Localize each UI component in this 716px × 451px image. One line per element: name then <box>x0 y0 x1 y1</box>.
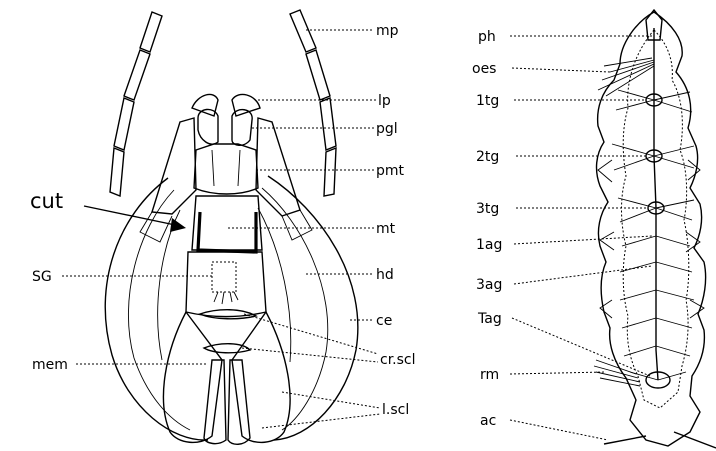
label-ph: ph <box>478 29 496 45</box>
label-cut: cut <box>30 189 63 213</box>
label-pmt: pmt <box>376 163 405 179</box>
prementum <box>194 144 258 194</box>
label-1ag: 1ag <box>476 237 502 253</box>
label-ce: ce <box>376 313 392 329</box>
label-1tg: 1tg <box>476 93 499 109</box>
label-3ag: 3ag <box>476 277 502 293</box>
lateral-sclerite-right <box>228 360 250 444</box>
stipes-left <box>152 118 196 214</box>
pleats <box>598 160 704 318</box>
body-inner-outline <box>622 30 689 408</box>
stipes-right <box>256 118 300 216</box>
leader-Tag <box>512 318 650 376</box>
cut-line <box>198 212 256 252</box>
head-mid-left <box>158 210 180 360</box>
label-lp: lp <box>378 93 391 109</box>
label-oes: oes <box>472 61 496 77</box>
label-2tg: 2tg <box>476 149 499 165</box>
label-mem: mem <box>32 357 68 373</box>
cervical-sclerite-1 <box>200 310 256 319</box>
label-mt: mt <box>376 221 396 237</box>
membrane-left <box>163 312 222 442</box>
label-ac: ac <box>480 413 496 429</box>
cut-arrowhead <box>170 218 186 232</box>
label-cr-scl: cr.scl <box>380 352 416 368</box>
leader-oes <box>512 68 610 72</box>
maxillary-palp-left <box>110 12 162 196</box>
leader-cr-scl-2 <box>242 348 378 362</box>
nerve-branches <box>612 90 694 380</box>
label-rm: rm <box>480 367 499 383</box>
anal-cercus-right <box>674 432 716 448</box>
prementum-lines <box>212 150 240 186</box>
leader-rm <box>510 372 606 374</box>
label-mp: mp <box>376 23 399 39</box>
label-3tg: 3tg <box>476 201 499 217</box>
membrane-right <box>232 312 290 442</box>
leader-ac <box>510 420 608 440</box>
label-Tag: Tag <box>477 311 502 327</box>
left-figure: mp lp pgl pmt mt hd ce cr.scl l.scl cut … <box>30 10 416 444</box>
cut-arrow <box>84 206 180 226</box>
anal-cercus-left <box>604 436 646 444</box>
mentum <box>192 196 262 250</box>
salivary-duct <box>214 292 238 304</box>
lateral-sclerite-left <box>204 360 226 444</box>
right-figure: ph oes 1tg 2tg 3tg 1ag 3ag Tag rm ac <box>472 10 716 448</box>
label-hd: hd <box>376 267 394 283</box>
paraglossa <box>198 109 252 145</box>
head-mid-right <box>258 208 291 362</box>
maxillary-palp-right <box>290 10 336 196</box>
nerve-cord <box>654 28 658 380</box>
label-l-scl: l.scl <box>382 402 409 418</box>
label-SG: SG <box>32 269 52 285</box>
salivary-gland <box>212 262 236 292</box>
cardo-left <box>140 212 172 242</box>
label-pgl: pgl <box>376 121 398 137</box>
